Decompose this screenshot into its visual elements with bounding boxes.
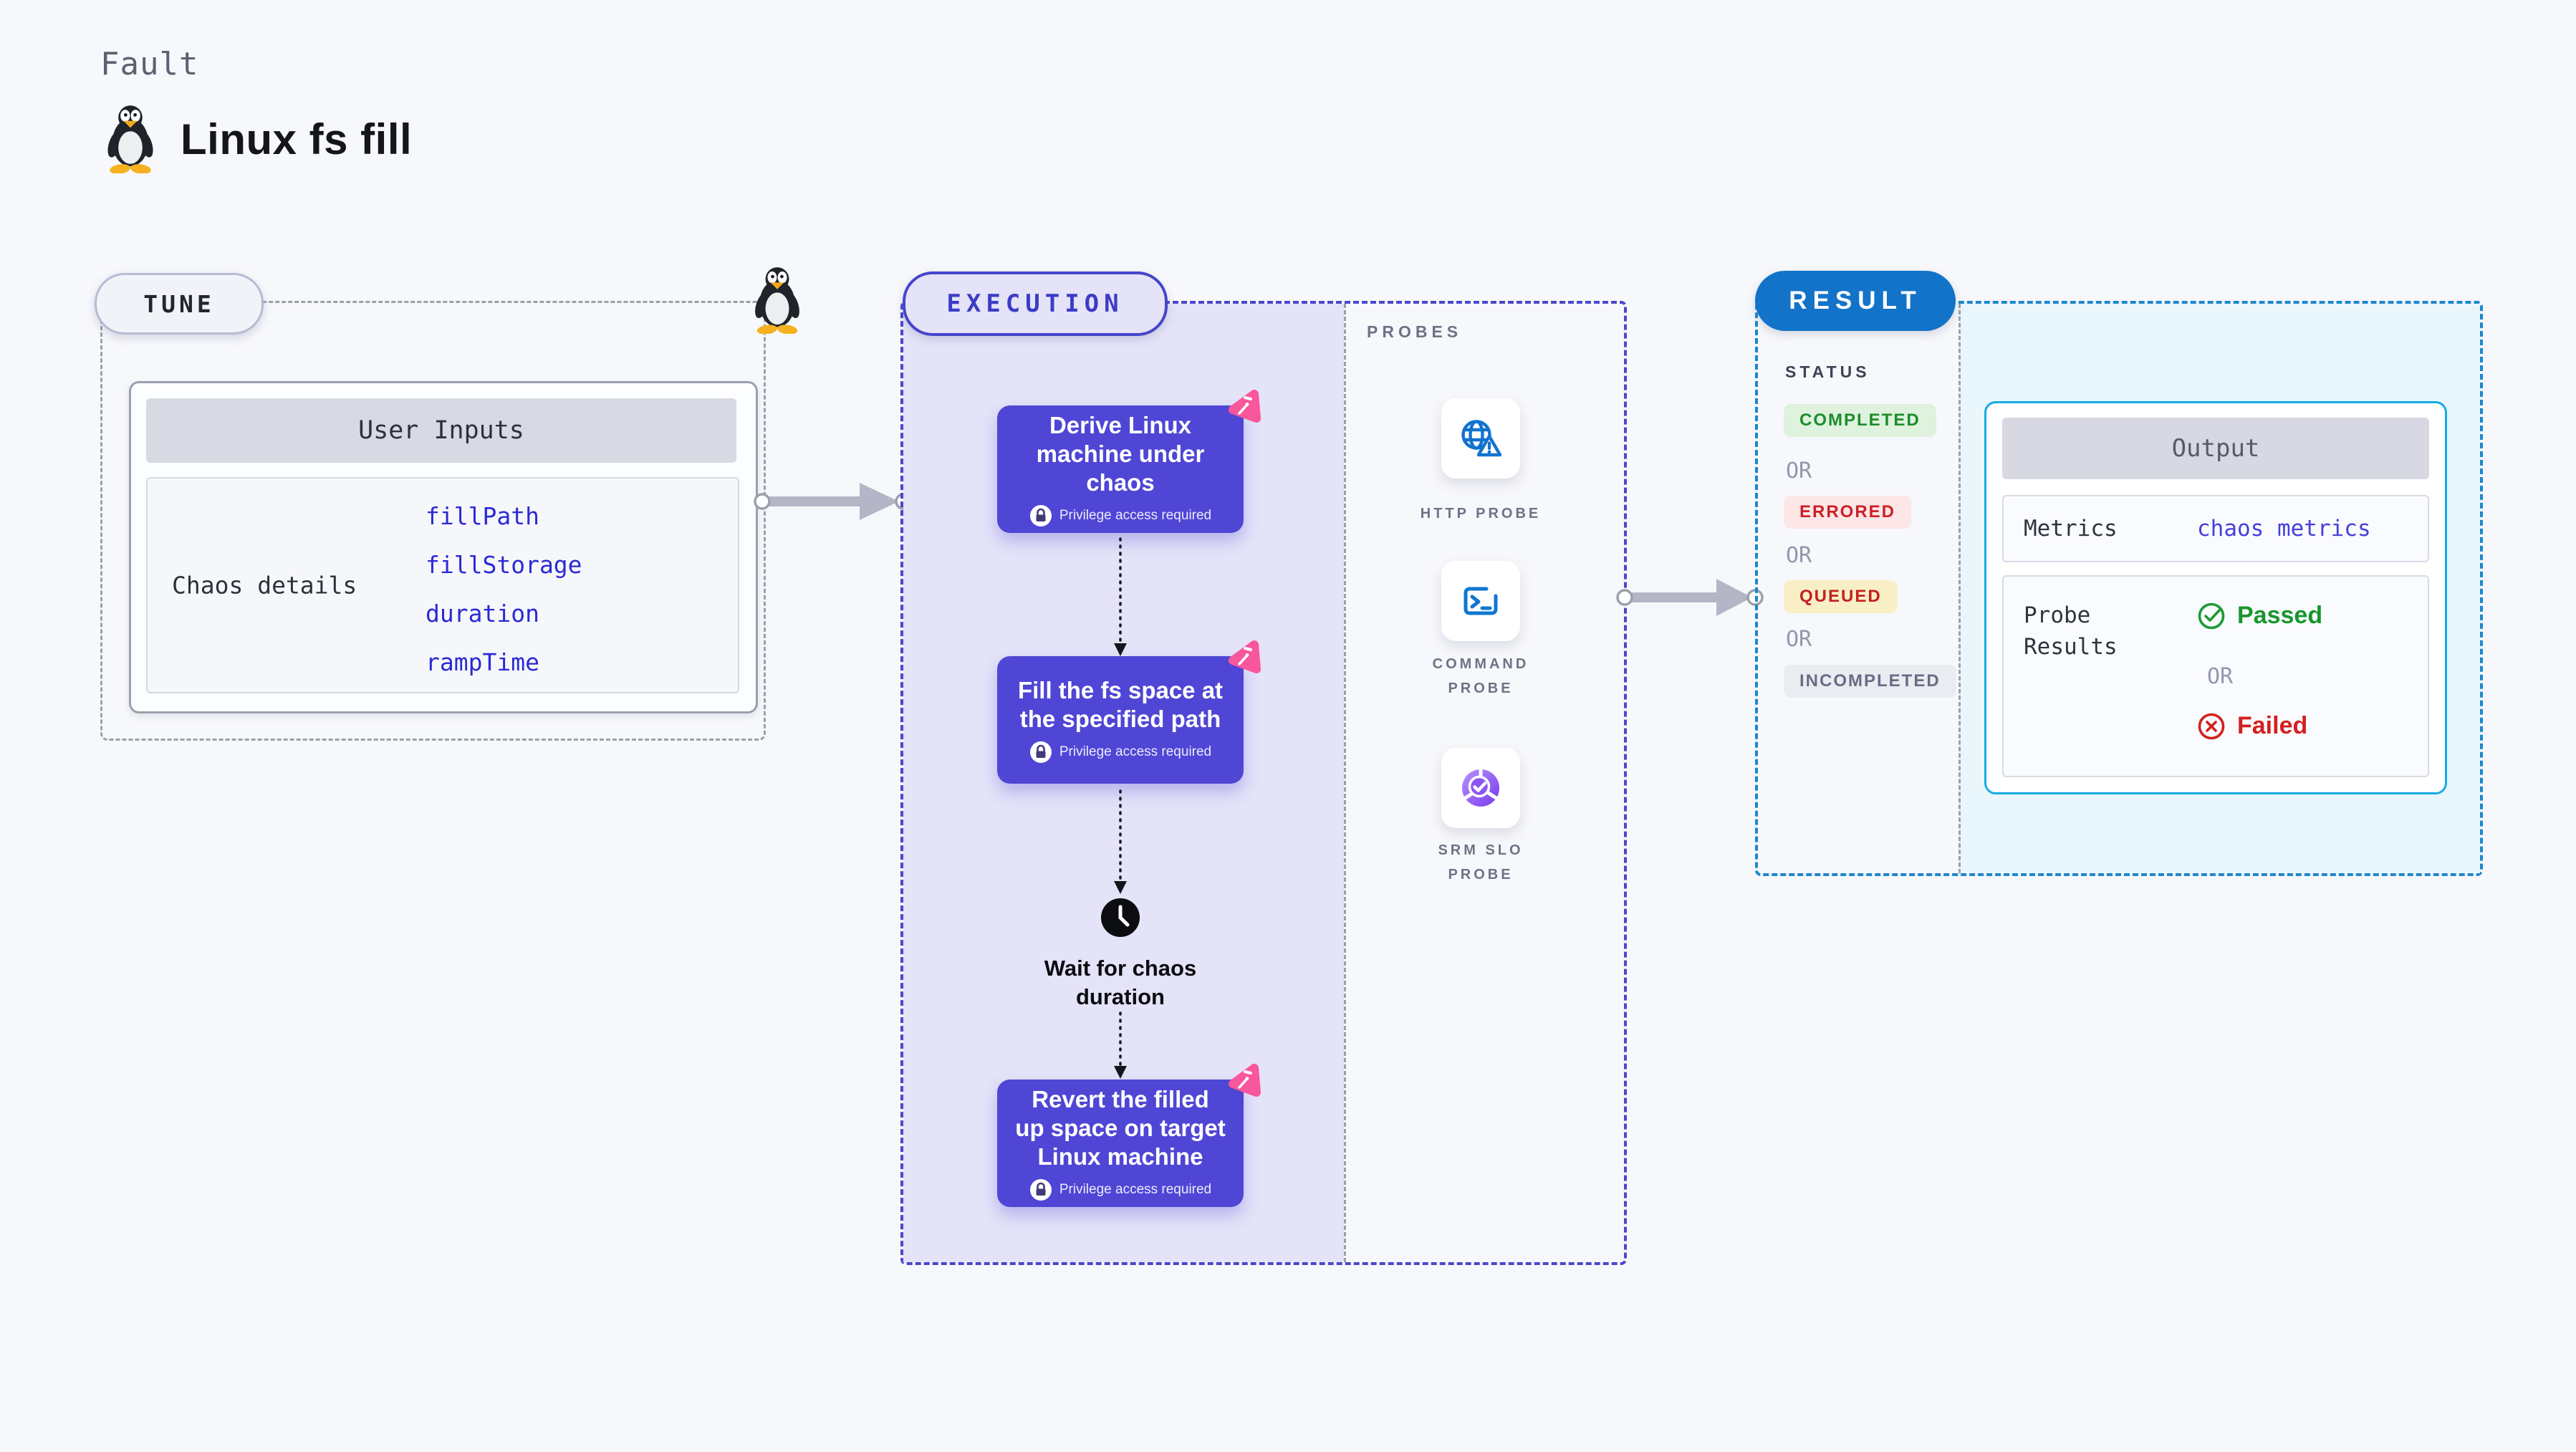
- title-row: Linux fs fill: [102, 105, 412, 173]
- chaos-metrics-link[interactable]: chaos metrics: [2197, 516, 2371, 542]
- globe-alert-icon: [1461, 420, 1502, 457]
- status-badge-completed: COMPLETED: [1784, 404, 1936, 437]
- failed-verdict: Failed: [2196, 710, 2307, 741]
- dotted-arrow-down: [1114, 537, 1127, 656]
- check-circle-icon: [2198, 602, 2225, 630]
- passed-verdict: Passed: [2196, 600, 2322, 631]
- status-badge-errored: ERRORED: [1784, 496, 1912, 529]
- terminal-icon: [1464, 587, 1498, 615]
- result-badge: RESULT: [1755, 271, 1956, 331]
- chaos-pin-icon: [1229, 1064, 1261, 1097]
- execution-badge: EXECUTION: [903, 271, 1168, 336]
- dotted-arrow-down: [1114, 1011, 1127, 1079]
- status-badge-incompleted: INCOMPLETED: [1784, 665, 1956, 698]
- probe-card-command: [1441, 561, 1520, 641]
- x-circle-icon: [2198, 713, 2225, 740]
- dotted-arrow-down: [1114, 789, 1127, 894]
- probes-section-label: PROBES: [1367, 322, 1463, 341]
- step-title: Derive Linux machine under chaos: [1036, 412, 1205, 496]
- probe-results-label: Probe Results: [2024, 602, 2118, 660]
- privilege-note: Privilege access required: [1029, 504, 1211, 527]
- step-card-derive: Derive Linux machine under chaos Privile…: [997, 390, 1261, 533]
- probe-label-srm-slo: SRM SLO PROBE: [1438, 842, 1524, 883]
- metrics-label: Metrics: [2024, 516, 2118, 542]
- privilege-note: Privilege access required: [1029, 1178, 1211, 1201]
- or-separator: OR: [1786, 543, 1812, 568]
- chaos-details-label: Chaos details: [172, 571, 357, 600]
- lock-icon: [1029, 505, 1052, 527]
- chaos-pin-icon: [1229, 640, 1261, 673]
- step-title: Fill the fs space at the specified path: [1017, 677, 1224, 732]
- privilege-note: Privilege access required: [1029, 741, 1211, 764]
- status-column-label: STATUS: [1785, 362, 1870, 381]
- chaos-details-box: Chaos details fillPath fillStorage durat…: [146, 477, 739, 693]
- passed-label: Passed: [2237, 601, 2323, 629]
- metrics-row: Metrics chaos metrics: [2002, 495, 2429, 562]
- tux-penguin-icon: [107, 105, 153, 173]
- tux-penguin-icon-small: [755, 267, 799, 334]
- probe-card-srm-slo: [1441, 748, 1520, 828]
- tune-section-box: [100, 301, 766, 741]
- failed-label: Failed: [2237, 711, 2308, 739]
- privilege-label: Privilege access required: [1059, 1182, 1212, 1197]
- input-link-ramptime[interactable]: rampTime: [426, 648, 539, 676]
- output-header: Output: [2002, 418, 2429, 479]
- step-title: Revert the filled up space on target Lin…: [1015, 1086, 1226, 1170]
- tune-badge: TUNE: [95, 273, 264, 335]
- or-separator: OR: [2207, 664, 2234, 689]
- slo-donut-icon: [1462, 769, 1499, 807]
- input-link-duration[interactable]: duration: [426, 599, 539, 628]
- lock-icon: [1029, 1179, 1052, 1201]
- chaos-pin-icon: [1229, 390, 1261, 423]
- probe-results-row: Probe Results Passed OR Failed: [2002, 575, 2429, 777]
- probe-card-http: [1441, 398, 1520, 479]
- user-input-list: fillPath fillStorage duration rampTime: [426, 491, 582, 686]
- or-separator: OR: [1786, 627, 1812, 652]
- step-card-fill: Fill the fs space at the specified path …: [997, 640, 1261, 784]
- privilege-label: Privilege access required: [1059, 744, 1212, 759]
- status-badge-queued: QUEUED: [1784, 580, 1898, 613]
- probe-label-http: HTTP PROBE: [1420, 506, 1542, 521]
- flow-arrow-tune-to-execution: [754, 483, 912, 520]
- lock-icon: [1029, 741, 1052, 763]
- page-title: Linux fs fill: [181, 115, 413, 163]
- flow-arrow-execution-to-result: [1616, 579, 1764, 616]
- input-link-fillpath[interactable]: fillPath: [426, 501, 539, 530]
- privilege-label: Privilege access required: [1059, 508, 1212, 523]
- or-separator: OR: [1786, 458, 1812, 484]
- wait-step-label: Wait for chaos duration: [1044, 956, 1197, 1009]
- probe-label-command: COMMAND PROBE: [1432, 656, 1529, 696]
- user-inputs-header: User Inputs: [146, 398, 736, 463]
- output-card: Output Metrics chaos metrics Probe Resul…: [1984, 401, 2447, 794]
- input-link-fillstorage[interactable]: fillStorage: [426, 550, 582, 579]
- clock-icon: [1101, 898, 1140, 937]
- status-output-divider: [1959, 304, 1961, 873]
- step-card-revert: Revert the filled up space on target Lin…: [997, 1064, 1261, 1207]
- fault-kicker: Fault: [100, 46, 199, 82]
- execution-probes-divider: [1344, 304, 1346, 1262]
